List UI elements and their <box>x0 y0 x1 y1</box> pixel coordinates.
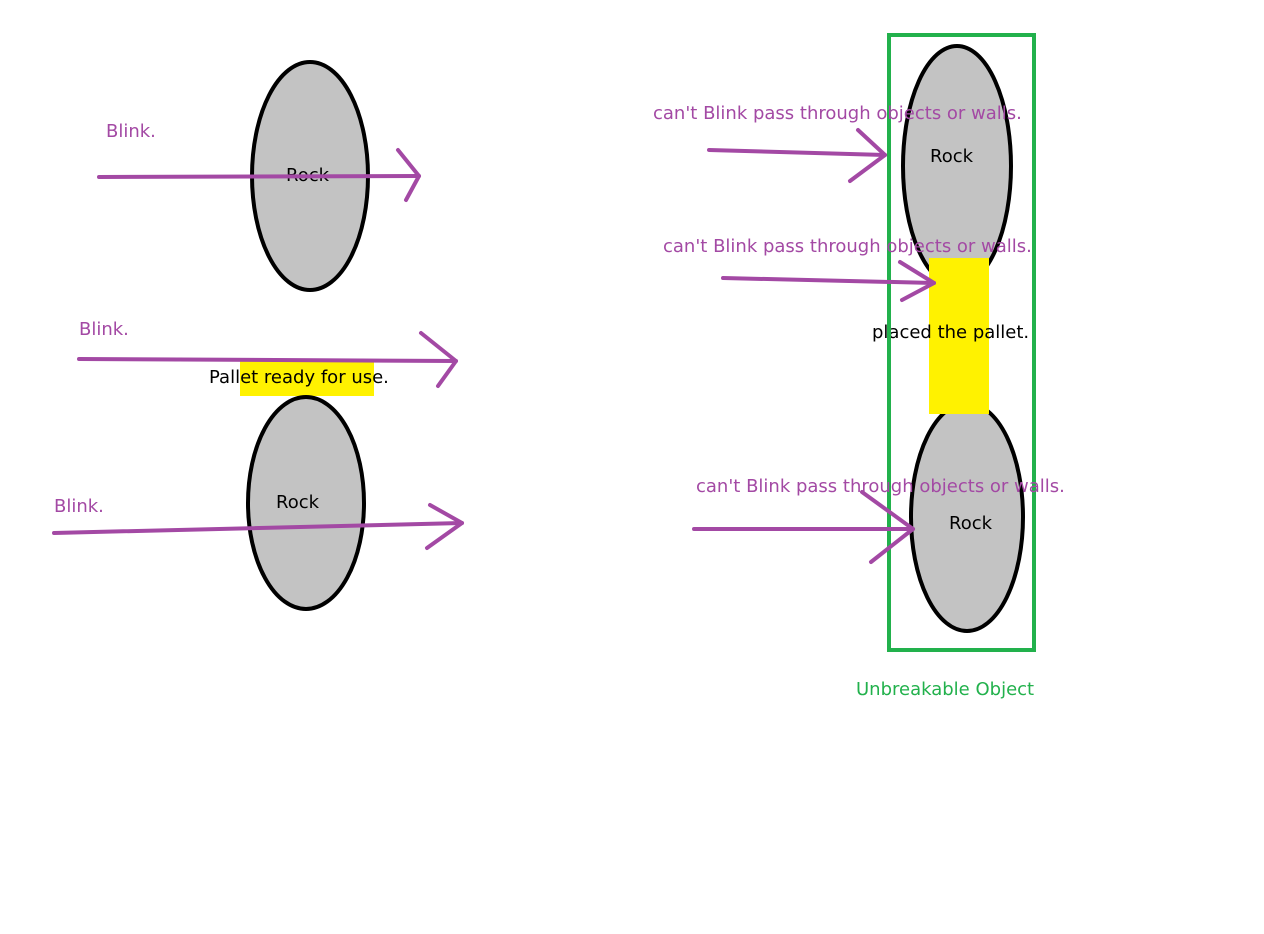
unbreakable-object-label: Unbreakable Object <box>856 679 1034 700</box>
left-top-blink-arrow <box>97 148 421 202</box>
right-blocked-label-1: can't Blink pass through objects or wall… <box>653 103 1022 124</box>
left-bottom-rock-label: Rock <box>276 492 320 513</box>
left-pallet <box>240 360 374 396</box>
left-bottom-blink-label: Blink. <box>54 496 104 517</box>
right-blocked-label-3: can't Blink pass through objects or wall… <box>696 476 1065 497</box>
left-top-scene: Rock Blink. <box>97 60 421 292</box>
left-pallet-label: Pallet ready for use. <box>209 367 389 388</box>
right-blocked-arrow-3 <box>692 490 915 564</box>
left-middle-scene: Pallet ready for use. Blink. <box>77 319 458 396</box>
left-middle-blink-label: Blink. <box>79 319 129 340</box>
unbreakable-object-frame <box>887 33 1036 652</box>
left-bottom-scene: Rock Blink. <box>52 395 464 611</box>
right-blocked-arrow-2 <box>721 260 936 302</box>
right-bottom-rock-label: Rock <box>949 513 993 534</box>
left-top-blink-label: Blink. <box>106 121 156 142</box>
right-top-rock-label: Rock <box>930 146 974 167</box>
right-blocked-arrow-1 <box>707 128 887 183</box>
left-bottom-blink-arrow <box>52 503 464 550</box>
right-scene: Rock Rock placed the pallet. Unbreakable… <box>653 33 1065 700</box>
left-bottom-rock <box>246 395 366 611</box>
right-blocked-label-2: can't Blink pass through objects or wall… <box>663 236 1032 257</box>
left-middle-blink-arrow <box>77 331 458 388</box>
right-pallet-label: placed the pallet. <box>872 322 1029 343</box>
right-placed-pallet <box>929 258 989 414</box>
